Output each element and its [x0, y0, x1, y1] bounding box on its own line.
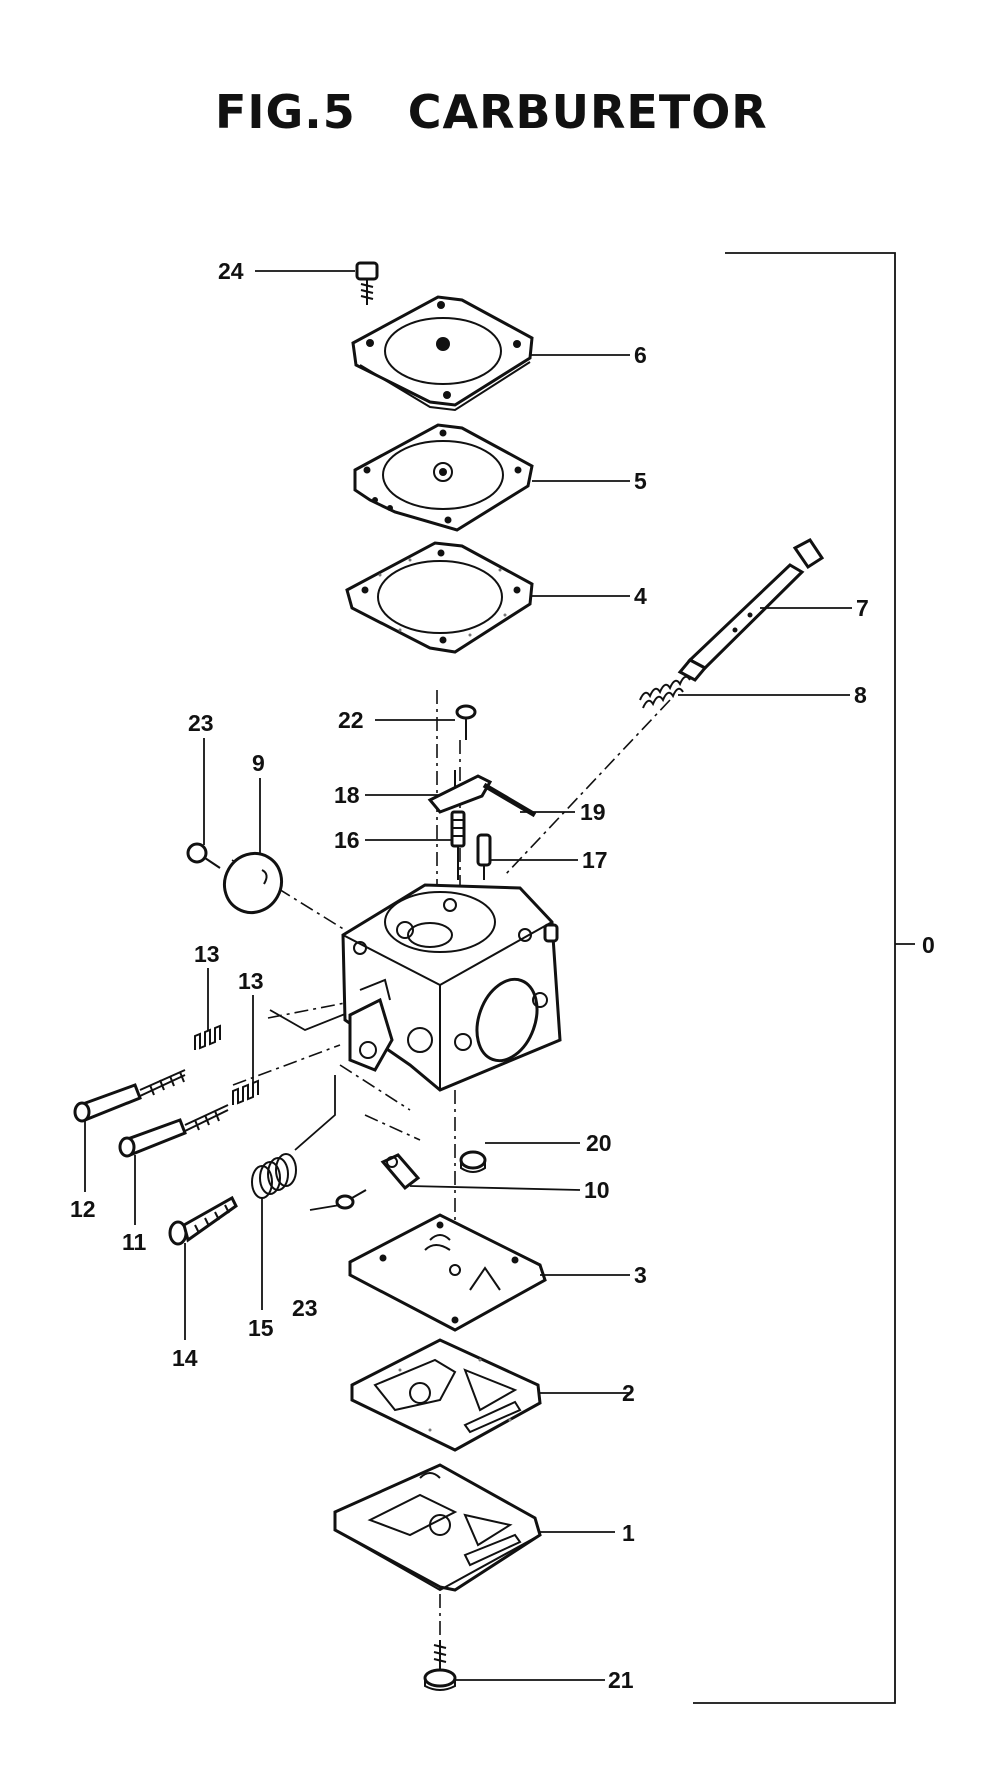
- part-17-part: [476, 833, 492, 880]
- callout-8: 8: [854, 682, 867, 708]
- part-23-screw-lower: [335, 1189, 367, 1210]
- part-21-screw: [423, 1640, 457, 1691]
- callout-labels: 0 1 2 3 4 5 6 7 8 9 10 11 12 13 13 14 15…: [70, 258, 935, 1693]
- part-12-needle: [73, 1069, 186, 1123]
- callout-2: 2: [622, 1380, 635, 1406]
- callout-12: 12: [70, 1196, 96, 1222]
- callout-4: 4: [634, 583, 647, 609]
- part-4-gasket: [345, 541, 534, 654]
- figure-name: CARBURETOR: [407, 85, 768, 139]
- callout-23-a: 23: [188, 710, 214, 736]
- part-14-screw: [168, 1195, 238, 1246]
- figure-title: FIG.5 CARBURETOR: [215, 85, 768, 139]
- callout-13-b: 13: [238, 968, 264, 994]
- part-20-plug: [459, 1150, 487, 1173]
- callout-0: 0: [922, 932, 935, 958]
- part-13-spring-a: [194, 1024, 221, 1050]
- callout-10: 10: [584, 1177, 610, 1203]
- part-5-diaphragm: [353, 423, 534, 532]
- callout-20: 20: [586, 1130, 612, 1156]
- callout-9: 9: [252, 750, 265, 776]
- part-19-pin: [482, 782, 537, 818]
- part-1-cover: [333, 1463, 542, 1592]
- callout-23-b: 23: [292, 1295, 318, 1321]
- carburetor-body: [341, 883, 562, 1092]
- part-24-screw: [355, 261, 379, 305]
- callout-15: 15: [248, 1315, 274, 1341]
- callout-16: 16: [334, 827, 360, 853]
- callout-5: 5: [634, 468, 647, 494]
- callout-7: 7: [856, 595, 869, 621]
- leader-lines: [84, 270, 852, 1681]
- callout-3: 3: [634, 1262, 647, 1288]
- callout-1: 1: [622, 1520, 635, 1546]
- callout-13-a: 13: [194, 941, 220, 967]
- part-11-needle: [118, 1104, 229, 1158]
- assembly-bracket: [693, 252, 915, 1704]
- part-15-spring: [251, 1153, 297, 1199]
- part-2-gasket: [350, 1338, 542, 1452]
- callout-14: 14: [172, 1345, 198, 1371]
- callout-19: 19: [580, 799, 606, 825]
- callout-11: 11: [122, 1229, 147, 1255]
- part-7-shaft: [677, 538, 825, 682]
- part-8-spring: [639, 675, 691, 709]
- part-3-plate: [348, 1213, 547, 1332]
- callout-24: 24: [218, 258, 244, 284]
- part-23-screw-upper: [186, 842, 221, 869]
- figure-number: FIG.5: [215, 85, 356, 139]
- callout-21: 21: [608, 1667, 634, 1693]
- callout-22: 22: [338, 707, 364, 733]
- callout-18: 18: [334, 782, 360, 808]
- part-13-spring-b: [232, 1079, 259, 1105]
- part-9-disc: [222, 851, 284, 915]
- callout-17: 17: [582, 847, 608, 873]
- part-16-needle: [450, 810, 466, 880]
- callout-6: 6: [634, 342, 647, 368]
- part-10-part: [380, 1153, 421, 1191]
- part-6-cover: [351, 295, 534, 412]
- part-22-screw: [455, 704, 477, 740]
